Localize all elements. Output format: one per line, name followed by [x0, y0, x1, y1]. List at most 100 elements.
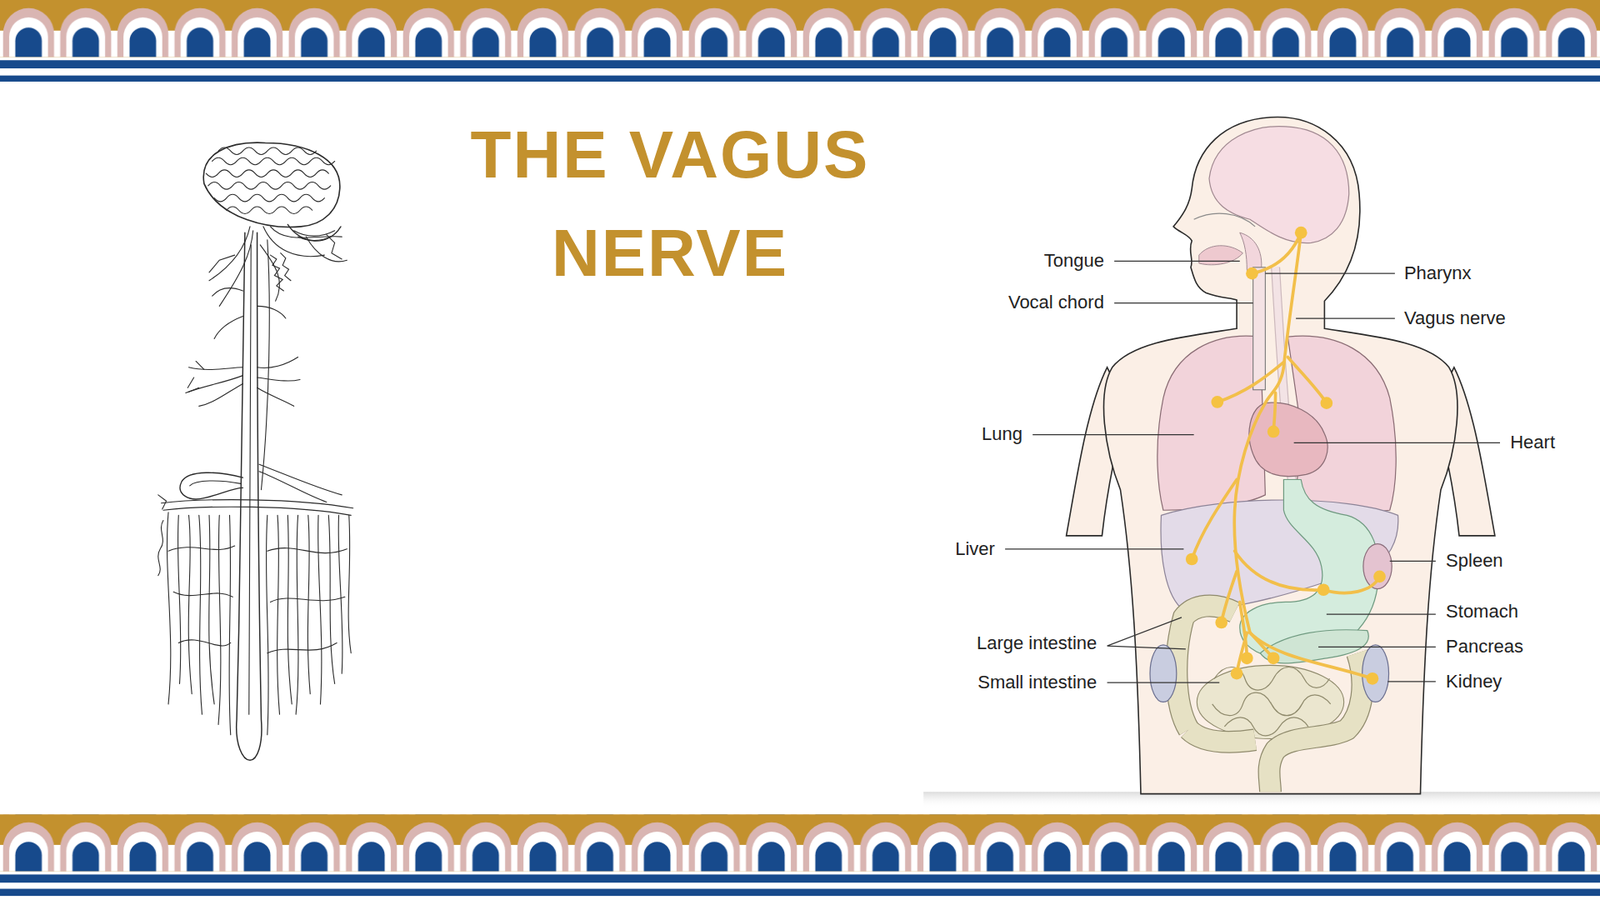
nerve-dot — [1267, 651, 1280, 665]
border-stripe — [0, 889, 1600, 897]
nerve-root — [209, 515, 215, 705]
nerve-branch — [257, 357, 299, 369]
leader-line — [1390, 560, 1436, 562]
kidney-shape — [1150, 645, 1177, 703]
lung-shape — [1157, 335, 1266, 510]
nerve-network — [168, 545, 235, 551]
nerve-plexus — [163, 506, 351, 515]
nerve-dot — [1317, 583, 1330, 596]
cranial-nerve — [263, 226, 325, 257]
arch-row — [0, 0, 1600, 58]
brain-outline — [203, 142, 340, 227]
leader-line — [1295, 317, 1395, 319]
nasal-cavity — [1194, 213, 1255, 227]
leader-line — [1318, 646, 1436, 648]
nerve-line — [1234, 232, 1301, 633]
cerebellum — [294, 230, 335, 236]
spleen-shape — [1363, 544, 1392, 590]
nerve-branch — [185, 375, 244, 394]
nerve-dot — [1240, 651, 1254, 665]
nerve-root — [199, 515, 203, 715]
leader-line — [1107, 617, 1186, 650]
organ-label: Heart — [1510, 431, 1555, 454]
nerve-dot — [1295, 226, 1308, 240]
nerve-dot — [1185, 553, 1199, 566]
organ-label: Large intestine — [976, 632, 1097, 655]
nerve-line — [1251, 232, 1301, 274]
nerve-line — [1191, 480, 1237, 560]
nerve-branch — [259, 471, 327, 503]
nerve-line — [1235, 550, 1325, 590]
arch-row — [0, 814, 1600, 872]
organ-label: Pharynx — [1404, 262, 1472, 285]
nerve-root — [348, 515, 351, 653]
nerve-root — [188, 515, 192, 694]
ganglion — [270, 255, 284, 291]
nerve-root — [318, 515, 322, 705]
organ-label: Stomach — [1445, 600, 1519, 623]
nerve-network — [270, 596, 345, 602]
leader-line — [1265, 273, 1395, 275]
bottom-border — [0, 814, 1600, 896]
cranial-nerve — [219, 230, 253, 307]
organ-label: Pancreas — [1445, 635, 1524, 658]
leader-line — [1032, 434, 1194, 435]
brain-shape — [1209, 126, 1350, 244]
brain-gyri — [226, 206, 313, 215]
nerve-branch — [257, 305, 286, 319]
nerve-branch — [214, 316, 243, 340]
nerve-root — [307, 515, 310, 694]
intestine-coil — [1214, 667, 1330, 691]
spinal-cord — [249, 245, 251, 715]
tongue-shape — [1199, 245, 1244, 265]
leader-line — [1005, 548, 1184, 550]
brain-gyri — [205, 170, 329, 178]
nerve-line — [1323, 576, 1380, 594]
nerve-dot — [1366, 672, 1380, 685]
leader-line — [1387, 680, 1436, 682]
leader-line — [1114, 260, 1240, 262]
nerve-dot — [1245, 267, 1259, 280]
nerve-line — [1221, 571, 1237, 623]
cranial-nerve — [305, 236, 347, 262]
vagus-trunk — [260, 240, 270, 490]
nerve-dot — [1373, 570, 1386, 583]
nerve-root — [167, 512, 171, 705]
nerve-loop — [180, 472, 243, 500]
leader-line — [1114, 302, 1254, 304]
organ-label: Liver — [955, 538, 995, 560]
nerve-loop — [190, 480, 241, 486]
cranial-nerve — [270, 226, 342, 238]
nerve-root — [287, 515, 292, 705]
nerve-root — [265, 515, 269, 735]
leader-line — [1294, 442, 1500, 444]
nerve-branch — [212, 288, 244, 296]
nerve-network — [267, 548, 348, 554]
brain-gyri — [208, 182, 331, 190]
trachea-shape — [1253, 267, 1266, 390]
nervous-system-engraving — [158, 142, 354, 760]
nerve-dot — [1267, 425, 1280, 439]
nerve-dot — [1320, 396, 1333, 410]
nerve-endpoints — [1185, 226, 1386, 685]
organ-label: Kidney — [1445, 670, 1502, 693]
nerve-dot — [1210, 395, 1224, 409]
nerve-branch — [257, 377, 300, 381]
organ-label: Spleen — [1445, 550, 1504, 572]
nerve-line — [1217, 362, 1285, 403]
nerve-plexus — [158, 495, 167, 576]
nerve-branch — [199, 383, 244, 406]
nerve-network — [267, 642, 337, 653]
border-stripe — [0, 60, 1600, 69]
nerve-network — [173, 591, 233, 597]
body-outline — [1104, 117, 1458, 795]
anatomy-diagram — [923, 117, 1600, 809]
pharynx-shape — [1240, 232, 1262, 270]
nerve-branch — [187, 360, 205, 392]
cerebellum — [287, 224, 341, 241]
kidney-shape — [1362, 645, 1390, 703]
brain-gyri — [214, 194, 325, 202]
nerve-root — [177, 515, 180, 684]
ganglion — [280, 253, 291, 281]
organ-label: Vagus nerve — [1404, 307, 1506, 330]
